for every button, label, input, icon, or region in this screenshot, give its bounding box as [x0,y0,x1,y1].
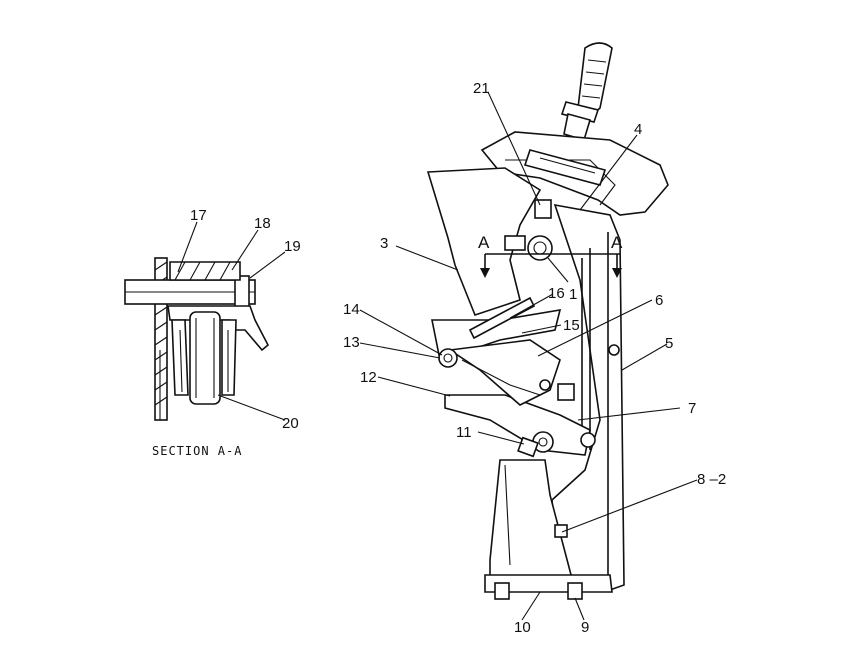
callout-11: 11 [456,424,472,441]
callout-21: 21 [473,80,490,97]
callout-5: 5 [665,335,673,352]
callout-15: 15 [563,317,580,334]
section-mark-right: A [611,233,623,252]
section-a-a-view [124,221,286,421]
callout-7: 7 [688,400,696,417]
control-assembly-view [359,42,698,621]
section-title: SECTION A-A [152,444,242,458]
callout-16: 16 [548,285,565,302]
callout-12: 12 [360,369,377,386]
callout-14: 14 [343,301,360,318]
callout-1: 1 [569,286,577,303]
callout-13: 13 [343,334,360,351]
callout-10: 10 [514,619,531,636]
callout-19: 19 [284,238,301,255]
callout-8-2: 8 –2 [697,471,726,488]
callout-6: 6 [655,292,663,309]
section-mark-left: A [478,233,490,252]
callout-17: 17 [190,207,207,224]
callout-20: 20 [282,415,299,432]
callout-3: 3 [380,235,388,252]
callout-9: 9 [581,619,589,636]
callout-18: 18 [254,215,271,232]
callout-4: 4 [634,121,642,138]
